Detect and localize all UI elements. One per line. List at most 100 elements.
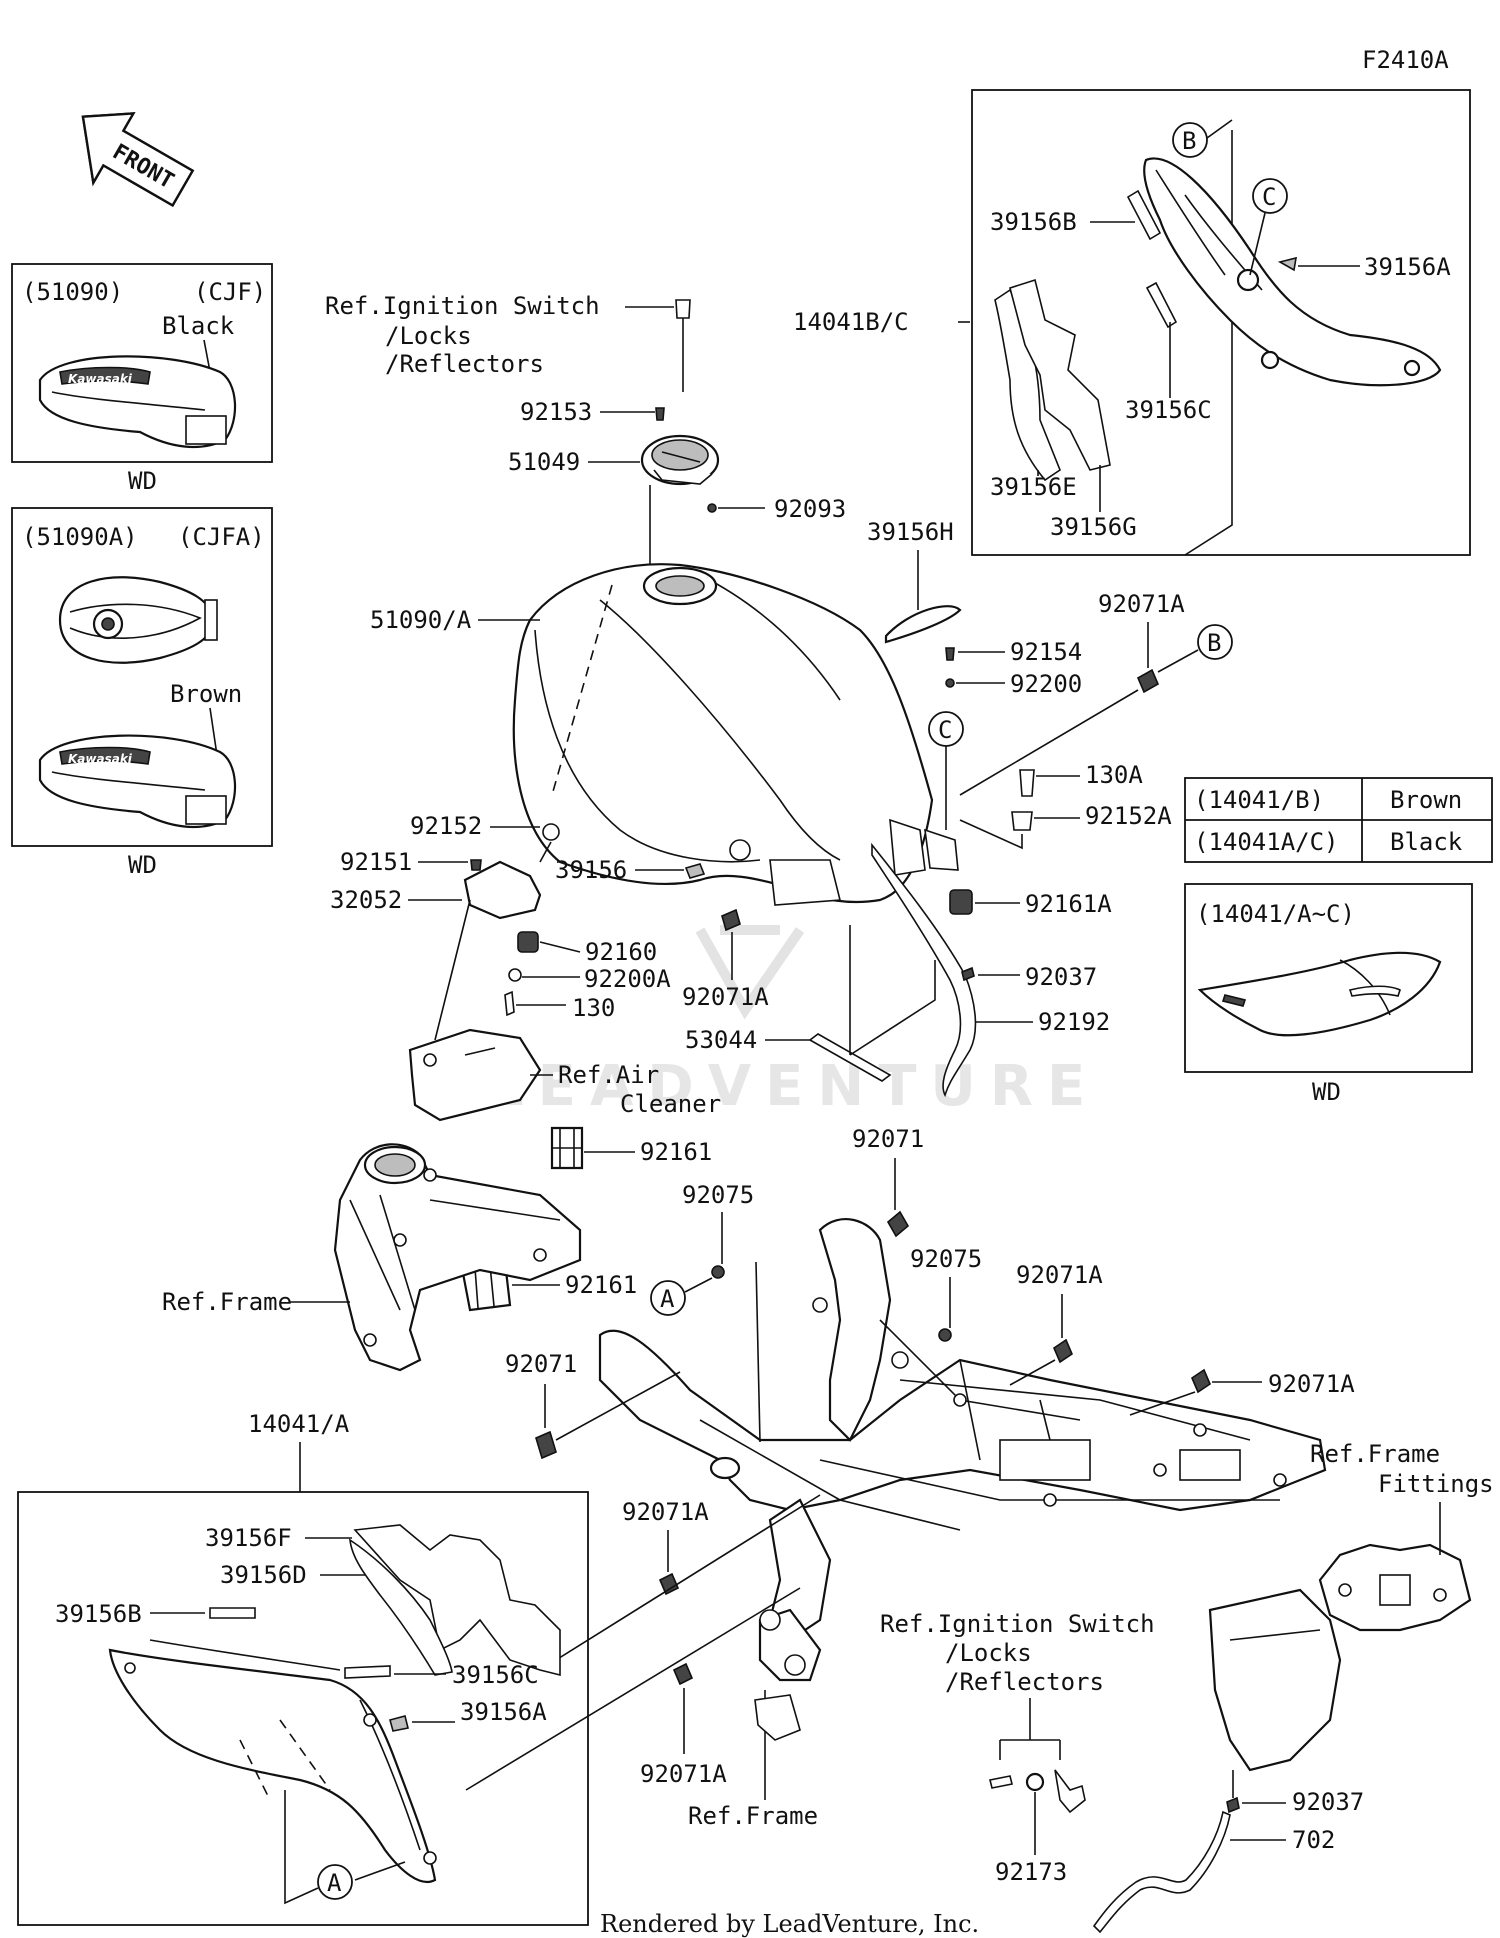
label-92075-right: 92075 bbox=[910, 1245, 982, 1273]
callout-a-lower: A bbox=[327, 1869, 342, 1897]
callout-b-tank: B bbox=[1207, 629, 1221, 657]
frame-fittings-icon bbox=[1208, 1543, 1472, 1772]
label-92154: 92154 bbox=[1010, 638, 1082, 666]
variant-black-part: (51090) bbox=[22, 278, 123, 306]
label-ref-ignition-lower-3: /Reflectors bbox=[945, 1668, 1104, 1696]
grommet-92071-top-icon bbox=[886, 1210, 910, 1238]
label-92161-top: 92161 bbox=[640, 1138, 712, 1166]
variant-black-code: (CJF) bbox=[194, 278, 266, 306]
damper-92160-icon bbox=[517, 931, 539, 953]
side-cover-variant-icon bbox=[1197, 951, 1442, 1037]
callout-a-frame: A bbox=[660, 1285, 675, 1313]
label-92075-left: 92075 bbox=[682, 1181, 754, 1209]
screw-92154-icon bbox=[945, 647, 955, 661]
label-92160: 92160 bbox=[585, 938, 657, 966]
strip-53044-icon bbox=[808, 1033, 892, 1082]
color-table-part-2: (14041A/C) bbox=[1194, 828, 1339, 856]
figure-code: F2410A bbox=[1362, 46, 1449, 74]
label-ref-air-1: Ref.Air bbox=[558, 1061, 659, 1089]
variant-cover-part: (14041/A~C) bbox=[1196, 900, 1355, 928]
label-ref-fittings-1: Ref.Frame bbox=[1310, 1440, 1440, 1468]
tank-brown-top-icon bbox=[58, 576, 218, 664]
collar-92152a-icon bbox=[1011, 811, 1033, 831]
clamp-92037-icon bbox=[961, 966, 975, 982]
label-92071-top: 92071 bbox=[852, 1125, 924, 1153]
emblem-39156a-icon bbox=[1277, 256, 1297, 272]
label-14041a: 14041/A bbox=[248, 1410, 350, 1438]
side-cover-left-icon bbox=[108, 1648, 437, 1883]
label-39156c-lower: 39156C bbox=[452, 1661, 539, 1689]
grommet-92071a-mid-icon bbox=[1053, 1338, 1073, 1364]
strip-39156b-lower-icon bbox=[209, 1607, 256, 1619]
variant-brown-color: Brown bbox=[170, 680, 242, 708]
label-92037-lower: 92037 bbox=[1292, 1788, 1364, 1816]
label-92161a: 92161A bbox=[1025, 890, 1112, 918]
damper-92161a-icon bbox=[949, 889, 973, 915]
bracket-32052-icon bbox=[463, 860, 542, 920]
label-39156: 39156 bbox=[555, 856, 627, 884]
callout-c-top: C bbox=[1262, 183, 1276, 211]
label-39156c-top: 39156C bbox=[1125, 396, 1212, 424]
label-92071a-mid: 92071A bbox=[1016, 1261, 1103, 1289]
label-92152a: 92152A bbox=[1085, 802, 1172, 830]
label-ref-frame-front: Ref.Frame bbox=[162, 1288, 292, 1316]
grommet-92071a-tank-icon bbox=[721, 908, 741, 932]
label-92173: 92173 bbox=[995, 1858, 1067, 1886]
strip-39156c-lower-icon bbox=[344, 1665, 391, 1679]
variant-black-color: Black bbox=[162, 312, 235, 340]
air-cleaner-bracket-icon bbox=[408, 1028, 542, 1122]
tank-brown-side-icon: Kawasaki bbox=[38, 734, 237, 829]
label-ref-air-2: Cleaner bbox=[620, 1090, 721, 1118]
fuel-tank-51090-icon bbox=[512, 563, 934, 906]
label-702: 702 bbox=[1292, 1826, 1335, 1854]
label-53044: 53044 bbox=[685, 1026, 757, 1054]
label-32052: 32052 bbox=[330, 886, 402, 914]
label-92152: 92152 bbox=[410, 812, 482, 840]
side-cover-right-icon bbox=[1143, 157, 1442, 387]
label-130a: 130A bbox=[1085, 761, 1143, 789]
label-92093: 92093 bbox=[774, 495, 846, 523]
label-39156e: 39156E bbox=[990, 473, 1077, 501]
label-92192: 92192 bbox=[1038, 1008, 1110, 1036]
label-39156a-lower: 39156A bbox=[460, 1698, 547, 1726]
side-cover-left-box: 39156F 39156D 39156B 39156C 39156A A bbox=[17, 1491, 589, 1926]
grommet-92075-left-icon bbox=[711, 1265, 725, 1279]
variant-brown-box: (51090A) (CJFA) Brown Kawasaki WD bbox=[11, 507, 273, 879]
bolt-ref-ignition-icon bbox=[675, 299, 691, 319]
screw-92151-icon bbox=[470, 859, 482, 871]
variant-cover-box: (14041/A~C) WD bbox=[1184, 883, 1473, 1106]
callout-c-tank: C bbox=[938, 716, 952, 744]
label-ref-ignition-3: /Reflectors bbox=[385, 350, 544, 378]
variant-brown-wd: WD bbox=[128, 851, 157, 879]
emblem-strip-39156b-icon bbox=[1126, 189, 1162, 241]
decal-39156g-icon bbox=[1009, 278, 1111, 471]
label-92071a-lower: 92071A bbox=[622, 1498, 709, 1526]
grommet-92071a-bottom-icon bbox=[672, 1662, 694, 1686]
variant-black-box: (51090) (CJF) Black Kawasaki WD bbox=[11, 263, 273, 495]
frame-front-section-icon bbox=[333, 1143, 582, 1372]
watermark-text: LEADVENTURE bbox=[488, 1054, 1099, 1119]
screw-92093-icon bbox=[707, 503, 717, 513]
label-51090a: 51090/A bbox=[370, 606, 472, 634]
emblem-39156a-lower-icon bbox=[389, 1715, 409, 1732]
label-92151: 92151 bbox=[340, 848, 412, 876]
tank-black-logo: Kawasaki bbox=[68, 372, 133, 386]
grommet-92071a-lower-icon bbox=[658, 1572, 680, 1596]
label-ref-fittings-2: Fittings bbox=[1378, 1470, 1494, 1498]
grommet-92071a-right-icon bbox=[1191, 1368, 1211, 1394]
label-ref-ignition-2: /Locks bbox=[385, 322, 472, 350]
color-table-color-2: Black bbox=[1390, 828, 1463, 856]
label-ref-ignition-lower-2: /Locks bbox=[945, 1639, 1032, 1667]
label-ref-frame-main: Ref.Frame bbox=[688, 1802, 818, 1830]
emblem-39156h-icon bbox=[884, 605, 962, 644]
collar-92152-icon bbox=[542, 823, 560, 841]
label-92161-bottom: 92161 bbox=[565, 1271, 637, 1299]
variant-black-wd: WD bbox=[128, 467, 157, 495]
color-table-color-1: Brown bbox=[1390, 786, 1462, 814]
label-92200: 92200 bbox=[1010, 670, 1082, 698]
bracket-ref-frame-icon bbox=[754, 1694, 801, 1741]
variant-cover-wd: WD bbox=[1312, 1078, 1341, 1106]
label-92071a-bottom: 92071A bbox=[640, 1760, 727, 1788]
label-ref-ignition-lower-1: Ref.Ignition Switch bbox=[880, 1610, 1155, 1638]
